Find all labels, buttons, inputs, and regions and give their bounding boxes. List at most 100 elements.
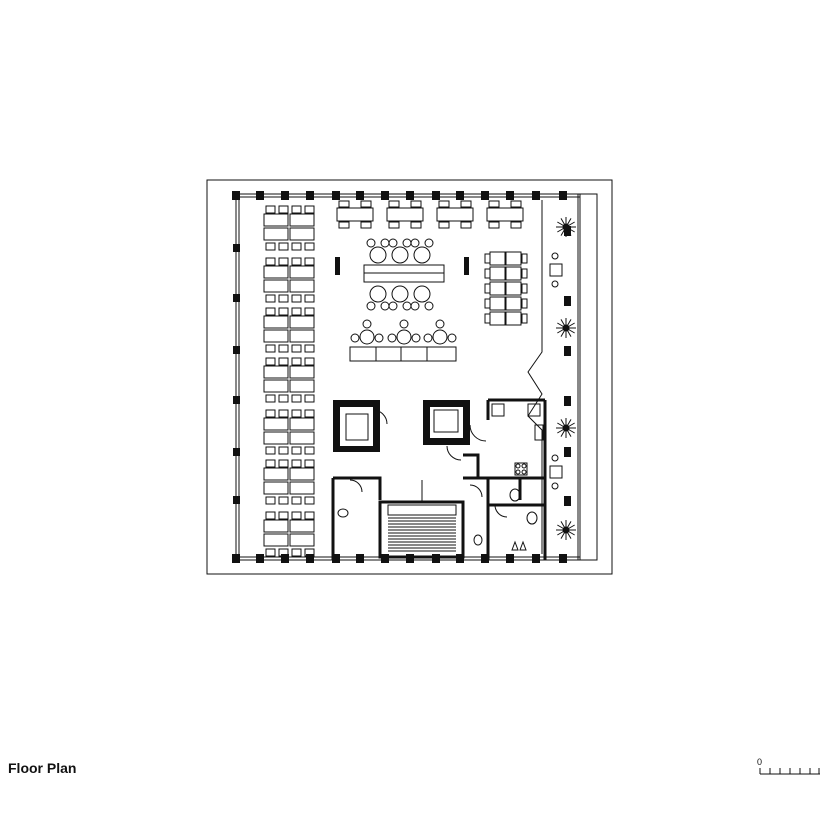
lift-car-1	[345, 413, 369, 441]
round-stool	[413, 246, 431, 264]
round-table	[359, 329, 375, 345]
doors	[349, 409, 508, 518]
column-north	[381, 191, 389, 200]
tree-icon	[556, 217, 576, 237]
structural-columns	[232, 191, 571, 563]
chair	[484, 268, 491, 279]
column-west	[233, 448, 240, 456]
terrace-chair	[551, 280, 559, 288]
chair	[304, 548, 315, 557]
desk	[263, 379, 289, 393]
desk	[289, 265, 315, 279]
east-terrace-border	[579, 193, 598, 561]
scale-bar-zero-label: 0	[757, 757, 763, 767]
chair	[304, 394, 315, 403]
column-east	[564, 346, 571, 356]
site-boundary	[206, 179, 613, 575]
chair	[304, 257, 315, 266]
stair-landing	[387, 504, 457, 516]
desk	[289, 329, 315, 343]
partition-walls	[331, 398, 547, 560]
sink	[337, 508, 349, 518]
desk	[289, 279, 315, 293]
burner	[521, 469, 527, 475]
door-swing	[349, 479, 363, 493]
desk	[289, 481, 315, 495]
chair	[291, 205, 302, 214]
column-interior	[335, 257, 340, 275]
chair	[265, 459, 276, 468]
chair	[435, 319, 445, 329]
cooktop	[514, 462, 528, 476]
column-north	[532, 191, 540, 200]
chair	[399, 319, 409, 329]
desk	[505, 311, 522, 326]
column-south	[281, 554, 289, 563]
desk	[263, 227, 289, 241]
column-north	[281, 191, 289, 200]
round-stool	[391, 285, 409, 303]
chair	[291, 496, 302, 505]
column-east	[564, 296, 571, 306]
tree-trunk	[562, 526, 570, 534]
chair	[278, 257, 289, 266]
chair	[304, 357, 315, 366]
chair-top	[410, 238, 420, 248]
chair	[304, 459, 315, 468]
terrace-table	[549, 263, 563, 277]
column-north	[559, 191, 567, 200]
column-south	[332, 554, 340, 563]
round-table	[432, 329, 448, 345]
tree-icon	[556, 418, 576, 438]
glazing-line	[527, 200, 543, 554]
chair	[304, 294, 315, 303]
chair	[488, 221, 500, 229]
column-west	[233, 244, 240, 252]
table	[436, 207, 474, 222]
column-north	[456, 191, 464, 200]
desk	[263, 533, 289, 547]
column-east	[564, 396, 571, 406]
desk	[489, 251, 506, 266]
chair	[265, 409, 276, 418]
chair	[291, 307, 302, 316]
desk	[263, 213, 289, 227]
burner	[515, 469, 521, 475]
chair	[304, 307, 315, 316]
toilet-bowl	[473, 534, 483, 546]
chair	[278, 394, 289, 403]
chair	[291, 394, 302, 403]
desk	[263, 315, 289, 329]
chair	[291, 344, 302, 353]
desk	[289, 467, 315, 481]
chair	[484, 298, 491, 309]
chair	[265, 394, 276, 403]
table	[336, 207, 374, 222]
chair	[265, 205, 276, 214]
chair	[423, 333, 433, 343]
terrace-chair	[551, 454, 559, 462]
desk	[263, 431, 289, 445]
chair	[278, 205, 289, 214]
door-swing	[469, 424, 487, 442]
chair	[388, 200, 400, 208]
desk	[505, 296, 522, 311]
column-north	[432, 191, 440, 200]
chair	[410, 200, 422, 208]
burner	[515, 463, 521, 469]
desk	[505, 281, 522, 296]
chair	[265, 357, 276, 366]
chair	[265, 307, 276, 316]
chair	[278, 409, 289, 418]
chair	[510, 221, 522, 229]
desk	[263, 329, 289, 343]
tree-trunk	[562, 424, 570, 432]
column-east	[564, 447, 571, 457]
round-stool	[369, 285, 387, 303]
column-south	[256, 554, 264, 563]
door-swing	[469, 484, 483, 498]
tree-trunk	[562, 324, 570, 332]
chair	[438, 200, 450, 208]
chair	[291, 294, 302, 303]
column-west	[233, 396, 240, 404]
